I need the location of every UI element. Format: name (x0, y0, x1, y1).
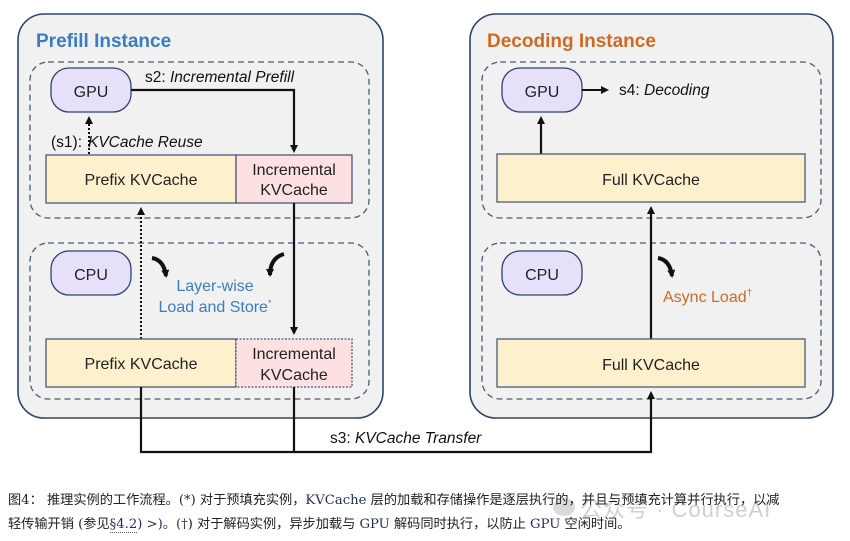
workflow-diagram: Prefill Instance GPU s2: Incremental Pre… (17, 13, 834, 454)
caption-text: 解码同时执行，以防止 (389, 517, 531, 532)
watermark: 公众号 · CourseAI (580, 497, 772, 522)
caption-text: 空闲时间。 (560, 517, 631, 532)
async-load-text: Async Load (663, 289, 747, 306)
decoding-cpu-node (501, 250, 583, 296)
async-load-dagger: † (747, 288, 753, 299)
prefill-cpu-group (29, 242, 370, 400)
s3-prefix: s3: (330, 430, 351, 447)
decoding-gpu-full-kvcache-label: Full KVCache (602, 172, 700, 189)
cpu-prefix-kvcache-label: Prefix KVCache (85, 356, 198, 373)
decoding-cpu-full-kvcache-label: Full KVCache (602, 357, 700, 374)
prefill-cpu-node (50, 250, 132, 296)
prefill-instance-panel (17, 13, 384, 419)
s3-transfer-arrow (139, 387, 655, 454)
decoding-cpu-full-kvcache (496, 338, 806, 388)
gpu-prefix-kvcache-label: Prefix KVCache (85, 172, 198, 189)
cpu-incremental-kvcache-line1: Incremental (252, 346, 336, 363)
layerwise-line2-text: Load and Store (159, 299, 269, 316)
caption-kvcache: KVCache (305, 493, 367, 508)
prefill-gpu-label: GPU (74, 84, 109, 101)
s4-text: Decoding (644, 82, 710, 99)
s4-prefix: s4: (619, 82, 640, 99)
caption-line-1: 图4： 推理实例的工作流程。(*) 对于预填充实例，KVCache 层的加载和存… (8, 489, 848, 513)
gpu-incremental-kvcache (235, 154, 353, 204)
caption-text: 层的加载和存储操作是逐层执行的，并且与预填充计算并行执行，以减 (366, 493, 780, 508)
layerwise-load-curved-arrow-icon (151, 256, 170, 278)
caption-dagger: † (181, 517, 188, 532)
caption-text: ) >)。( (137, 517, 182, 532)
s2-arrow (131, 88, 298, 153)
gpu-incremental-kvcache-line1: Incremental (252, 162, 336, 179)
s3-text: KVCache Transfer (355, 430, 482, 447)
s2-prefix: s2: (145, 69, 166, 86)
caption-text: 轻传输开销 (参见 (8, 517, 110, 532)
caption-gpu: GPU (359, 517, 390, 532)
caption-star: * (183, 493, 191, 508)
prefill-cpu-label: CPU (74, 267, 108, 284)
layerwise-store-curved-arrow-icon (266, 252, 285, 277)
layerwise-asterisk: * (268, 298, 272, 308)
section-reference-link[interactable]: §4.2 (109, 517, 138, 533)
caption-text: ) 对于预填充实例， (190, 493, 306, 508)
s1-label: (s1): KVCache Reuse (51, 134, 203, 151)
prefill-gpu-group (29, 61, 370, 219)
s3-label: s3: KVCache Transfer (330, 430, 482, 447)
s1-prefix: (s1): (51, 134, 82, 151)
s2-label: s2: Incremental Prefill (145, 69, 295, 86)
caption-text: ) 对于解码实例，异步加载与 (187, 517, 360, 532)
async-load-curved-arrow-icon (657, 256, 676, 278)
cpu-incremental-kvcache-line2: KVCache (260, 367, 328, 384)
caption-text: 图4： 推理实例的工作流程。( (8, 493, 184, 508)
watermark-wechat-icon (553, 498, 575, 516)
layerwise-line1: Layer-wise (176, 278, 253, 295)
caption-line-2: 轻传输开销 (参见§4.2) >)。(†) 对于解码实例，异步加载与 GPU 解… (8, 513, 848, 537)
decoding-instance-title: Decoding Instance (487, 31, 656, 52)
gpu-prefix-kvcache (45, 154, 237, 204)
cpu-incremental-kvcache (235, 338, 353, 388)
caption-gpu: GPU (530, 517, 561, 532)
s2-text: Incremental Prefill (170, 69, 295, 86)
figure-caption: 图4： 推理实例的工作流程。(*) 对于预填充实例，KVCache 层的加载和存… (8, 489, 848, 537)
prefill-instance-title: Prefill Instance (36, 31, 171, 52)
decoding-cpu-label: CPU (525, 267, 559, 284)
decoding-gpu-full-kvcache (496, 153, 806, 203)
s4-label: s4: Decoding (619, 82, 710, 99)
gpu-incremental-kvcache-line2: KVCache (260, 182, 328, 199)
async-load-label: Async Load† (663, 288, 752, 306)
s1-text: KVCache Reuse (88, 134, 203, 151)
decoding-gpu-label: GPU (525, 84, 560, 101)
layerwise-line2: Load and Store* (159, 298, 272, 316)
